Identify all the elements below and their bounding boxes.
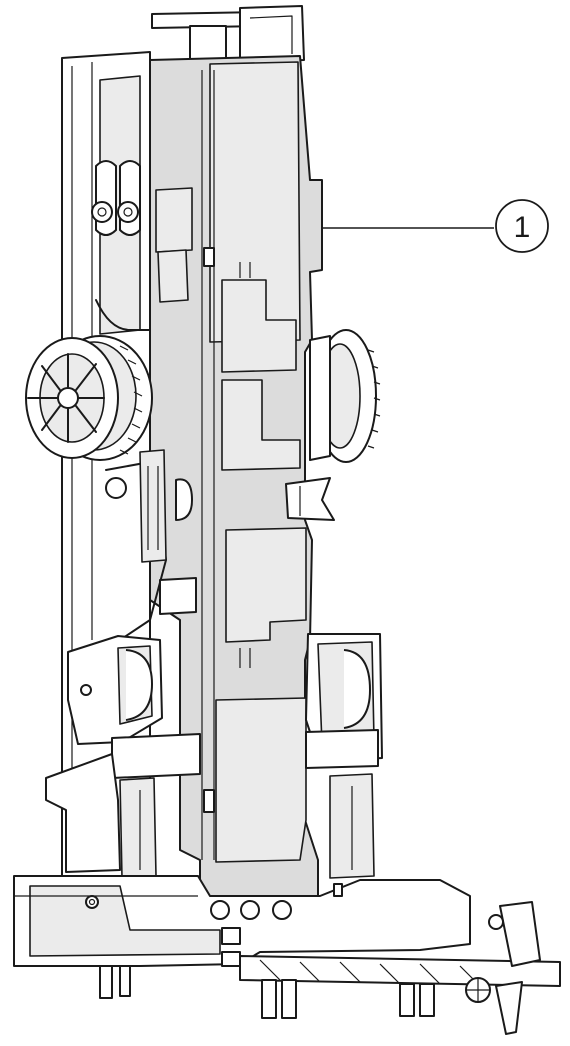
top-bracket [151,5,305,63]
base-plate [13,875,471,967]
slider-linkage [105,449,197,641]
callout-circle [495,199,549,253]
right-gear [309,329,381,463]
main-housing [149,55,323,901]
base-feet [99,965,435,1019]
cross-bar [111,729,379,779]
callout-number: 1 [514,211,531,244]
right-latch [285,477,335,521]
left-gear [25,335,153,461]
left-clamp-block [67,635,163,745]
callout-1: 1 [322,199,549,253]
side-clips [91,160,193,303]
base-extension [239,901,561,1035]
lower-legs [45,753,375,879]
